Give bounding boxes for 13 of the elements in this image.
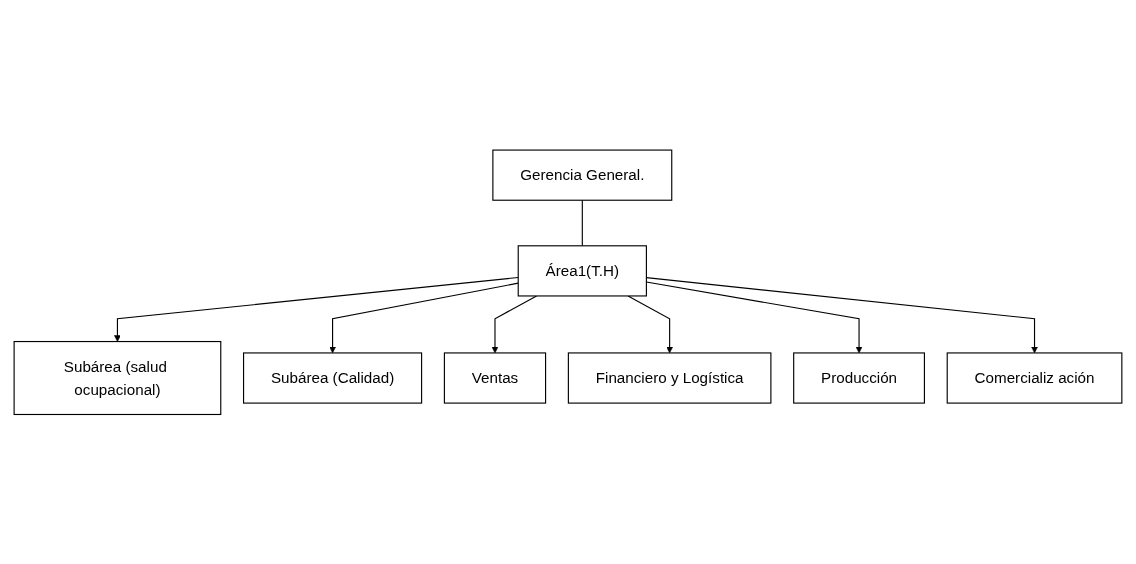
arrow — [114, 276, 519, 342]
node-box: Financiero y Logística — [567, 352, 772, 404]
arrow — [627, 295, 673, 353]
node-box: Área1(T.H) — [517, 244, 647, 297]
connector — [581, 199, 583, 247]
arrow — [491, 295, 538, 353]
node-box: Gerencia General. — [492, 149, 673, 201]
node-box: Producción — [793, 352, 925, 404]
node-box: Subárea (Calidad) — [243, 352, 423, 404]
node-box: Comercializ ación — [946, 352, 1123, 404]
node-box: Subárea (salud ocupacional) — [13, 340, 222, 415]
node-box: Ventas — [443, 352, 547, 404]
arrow — [329, 282, 519, 353]
